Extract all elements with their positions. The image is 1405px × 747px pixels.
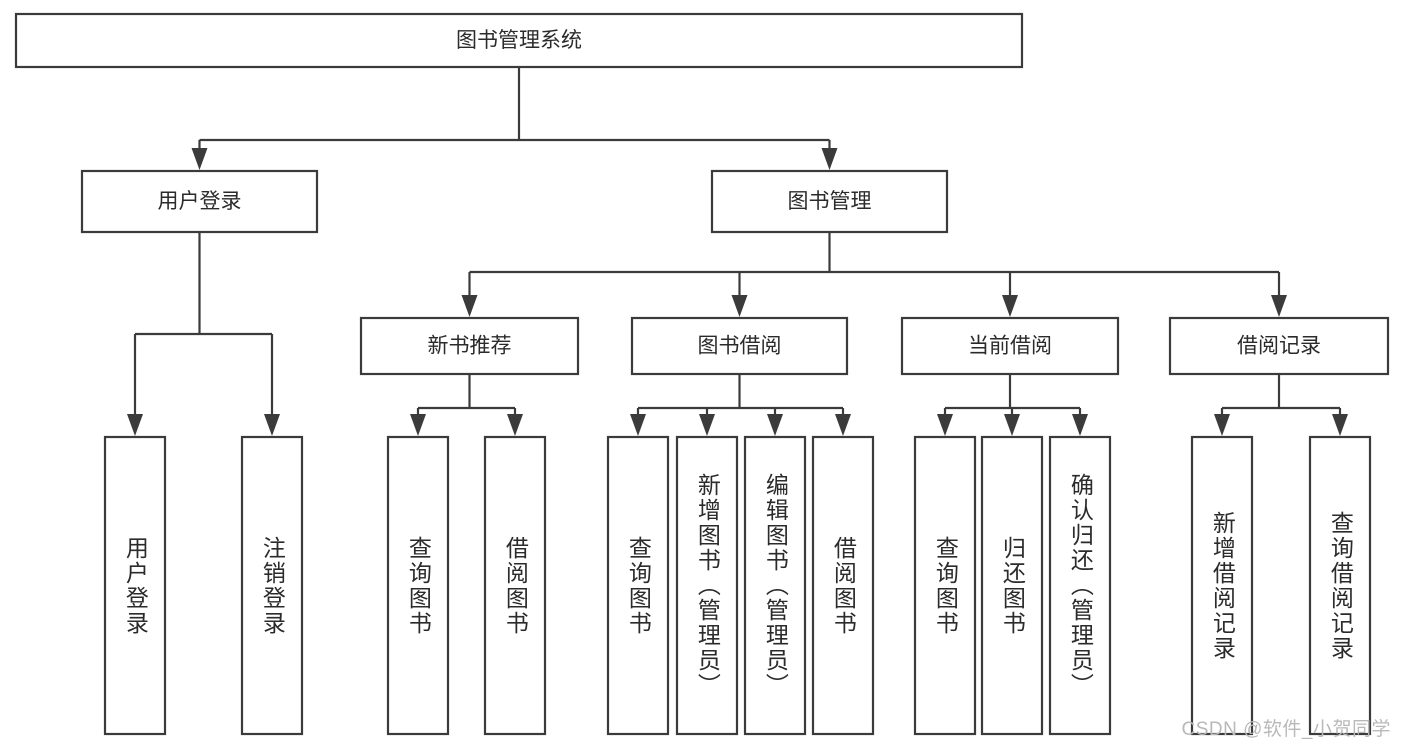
node-n-new-book-rec[interactable]: 新书推荐 xyxy=(359,316,580,376)
node-rect[interactable] xyxy=(240,435,304,736)
node-rect[interactable] xyxy=(80,169,319,234)
arrow-head-icon-l-confirm-return xyxy=(1072,414,1088,436)
arrow-head-icon-l-edit-book xyxy=(767,414,783,436)
node-rect[interactable] xyxy=(606,435,670,736)
leaf-l-confirm-return[interactable] xyxy=(1048,435,1112,736)
leaf-l-add-record[interactable] xyxy=(1190,435,1254,736)
node-rect[interactable] xyxy=(710,169,949,234)
leaf-l-query-book-cb[interactable] xyxy=(913,435,977,736)
node-rect[interactable] xyxy=(103,435,167,736)
leaf-l-return-book[interactable] xyxy=(980,435,1044,736)
arrow-head-icon-l-query-record xyxy=(1332,414,1348,436)
arrow-head-icon-l-query-book-bb xyxy=(630,414,646,436)
node-rect[interactable] xyxy=(630,316,849,376)
node-rect[interactable] xyxy=(386,435,450,736)
node-label: 当前借阅 xyxy=(968,335,1052,358)
node-root[interactable]: 图书管理系统 xyxy=(14,12,1024,69)
leaf-l-user-login[interactable] xyxy=(103,435,167,736)
arrow-head-icon-l-add-record xyxy=(1214,414,1230,436)
node-rect[interactable] xyxy=(359,316,580,376)
node-label: 借阅记录 xyxy=(1237,335,1321,358)
arrow-head-icon-l-query-book-rec xyxy=(410,414,426,436)
arrow-head-icon-l-return-book xyxy=(1004,414,1020,436)
leaf-l-query-book-bb[interactable] xyxy=(606,435,670,736)
node-label: 新书推荐 xyxy=(428,335,512,358)
arrow-head-icon-n-borrow-record xyxy=(1271,295,1287,317)
node-label: 图书管理系统 xyxy=(456,29,582,52)
node-rect[interactable] xyxy=(1048,435,1112,736)
arrow-head-icon-l-borrow-book-bb xyxy=(835,414,851,436)
arrow-head-icon-l-add-book xyxy=(699,414,715,436)
watermark-text: CSDN @软件_小贺同学 xyxy=(1181,719,1391,740)
leaf-l-add-book[interactable] xyxy=(675,435,739,736)
leaf-l-borrow-book-bb[interactable] xyxy=(811,435,875,736)
node-n-book-borrow[interactable]: 图书借阅 xyxy=(630,316,849,376)
node-rect[interactable] xyxy=(980,435,1044,736)
node-rect[interactable] xyxy=(743,435,807,736)
node-label: 图书管理 xyxy=(788,190,872,213)
arrow-head-icon-n-book-borrow xyxy=(731,295,748,317)
node-rect[interactable] xyxy=(1190,435,1254,736)
node-rect[interactable] xyxy=(1308,435,1372,736)
node-rect[interactable] xyxy=(483,435,547,736)
arrow-head-icon-l-borrow-book-rec xyxy=(507,414,523,436)
node-label: 用户登录 xyxy=(158,190,242,213)
arrow-head-icon-n-book-manage xyxy=(821,148,838,170)
leaf-l-edit-book[interactable] xyxy=(743,435,807,736)
arrow-head-icon-n-user-login xyxy=(191,148,208,170)
node-n-book-manage[interactable]: 图书管理 xyxy=(710,169,949,234)
arrow-head-icon-l-user-login xyxy=(127,414,143,436)
leaf-l-query-record[interactable] xyxy=(1308,435,1372,736)
leaf-l-user-logout[interactable] xyxy=(240,435,304,736)
node-n-current-borrow[interactable]: 当前借阅 xyxy=(900,316,1120,376)
node-rect[interactable] xyxy=(811,435,875,736)
node-n-user-login[interactable]: 用户登录 xyxy=(80,169,319,234)
leaf-l-query-book-rec[interactable] xyxy=(386,435,450,736)
node-rect[interactable] xyxy=(900,316,1120,376)
node-rect[interactable] xyxy=(1168,316,1390,376)
arrow-head-icon-n-new-book-rec xyxy=(461,295,478,317)
node-rect[interactable] xyxy=(675,435,739,736)
leaf-l-borrow-book-rec[interactable] xyxy=(483,435,547,736)
arrow-head-icon-n-current-borrow xyxy=(1002,295,1018,317)
arrow-head-icon-l-user-logout xyxy=(264,414,280,436)
node-rect[interactable] xyxy=(913,435,977,736)
node-label: 图书借阅 xyxy=(698,335,782,358)
node-rect[interactable] xyxy=(14,12,1024,69)
node-n-borrow-record[interactable]: 借阅记录 xyxy=(1168,316,1390,376)
arrow-head-icon-l-query-book-cb xyxy=(937,414,953,436)
